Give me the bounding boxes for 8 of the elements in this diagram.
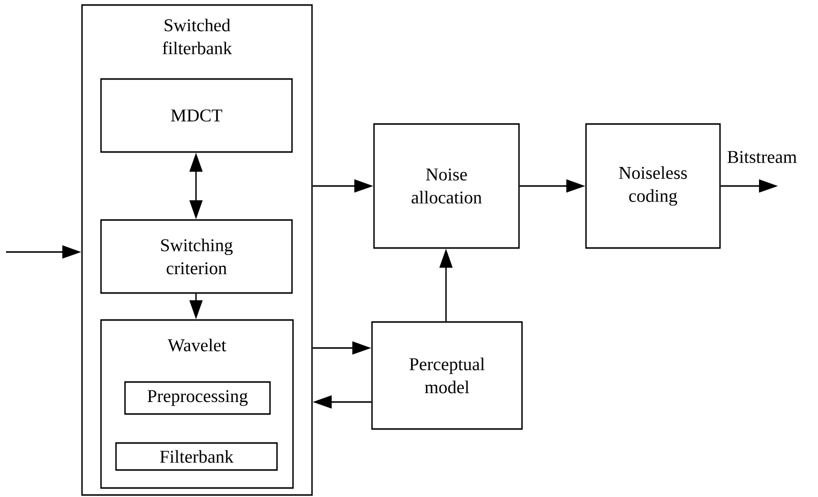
process-box: MDCT — [100, 78, 293, 153]
process-box: Noiseless coding — [585, 123, 721, 249]
process-box: Perceptual model — [371, 321, 523, 430]
edge-label: Bitstream — [726, 150, 798, 164]
process-box: Switching criterion — [100, 219, 293, 294]
process-box: Preprocessing — [124, 381, 271, 415]
process-box: Filterbank — [115, 442, 278, 471]
process-box: Noise allocation — [373, 123, 520, 249]
